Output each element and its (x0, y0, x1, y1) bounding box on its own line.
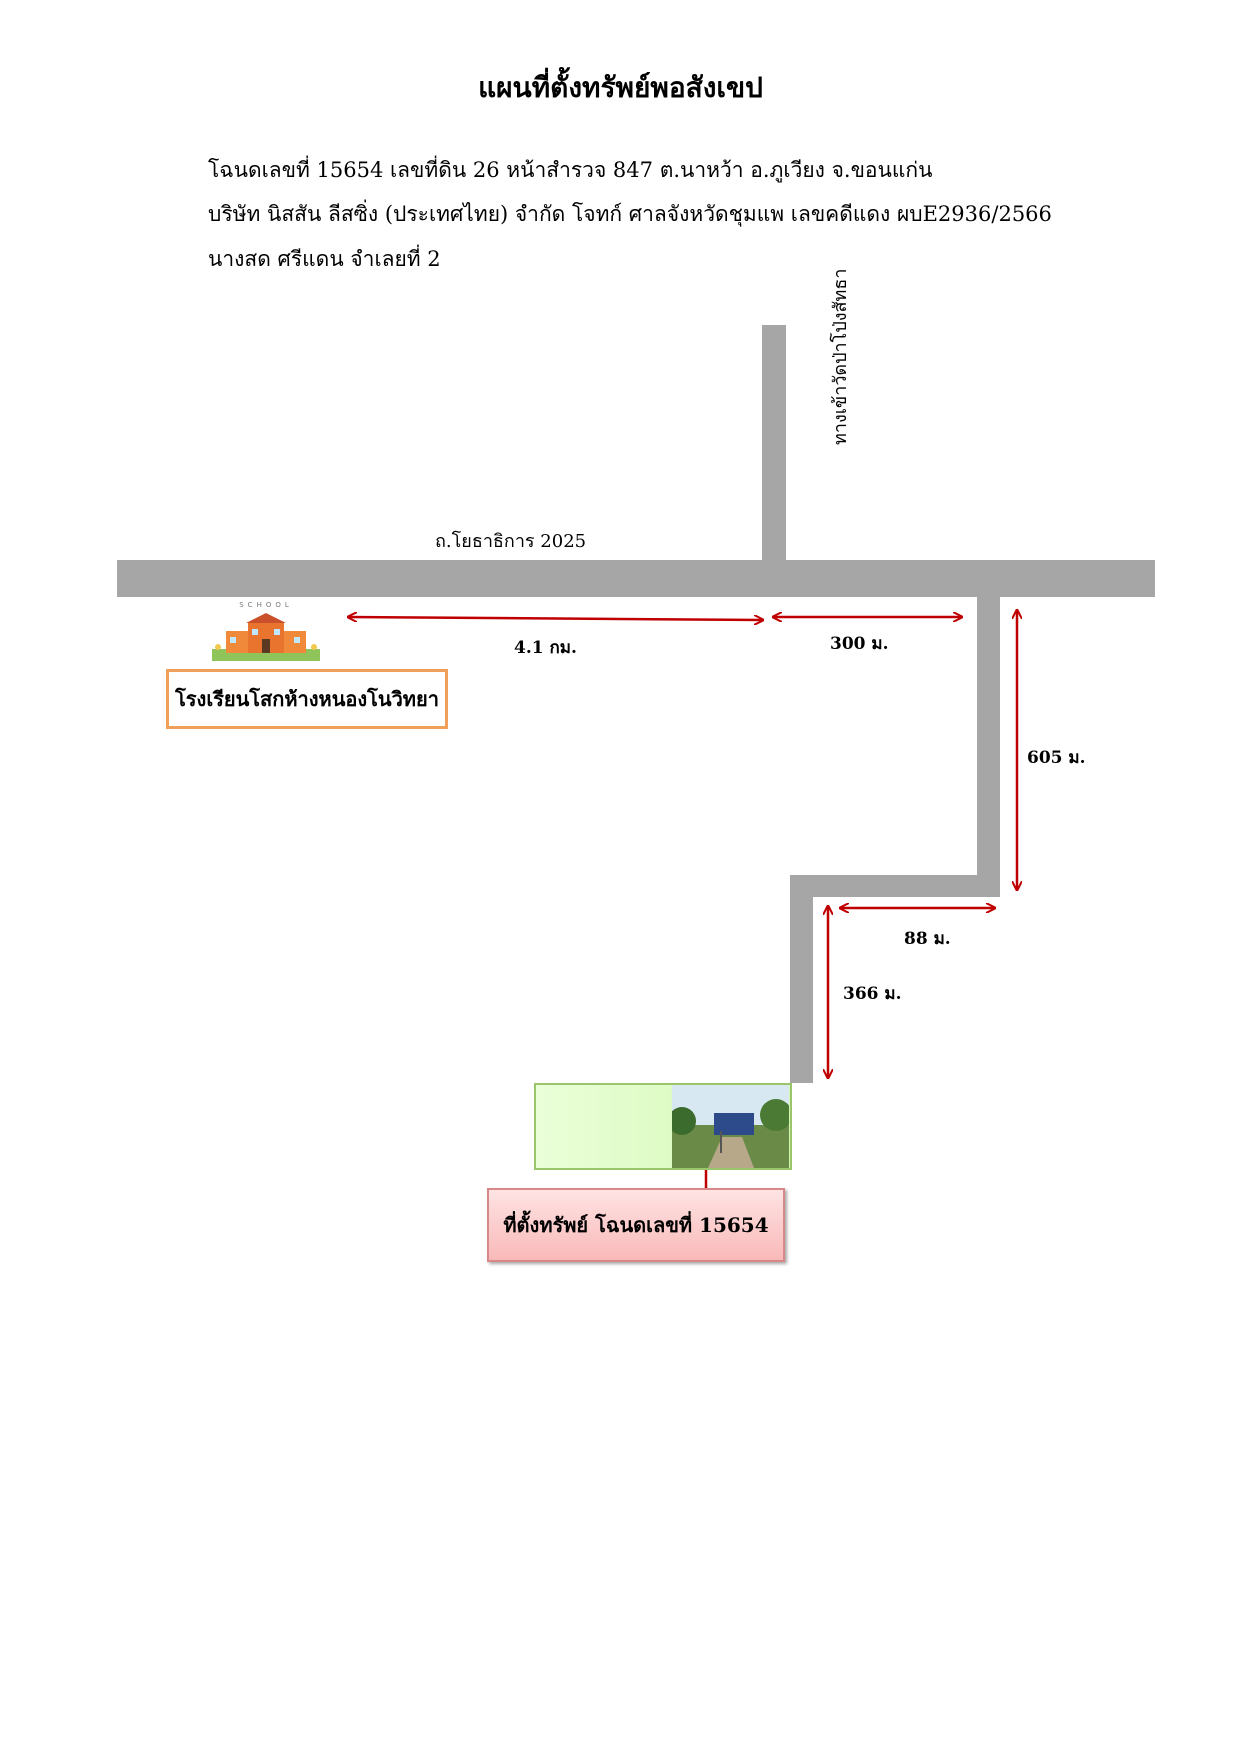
distance-label-4-1km: 4.1 กม. (514, 638, 577, 658)
school-name-box: โรงเรียนโสกห้างหนองโนวิทยา (166, 669, 448, 729)
distance-label-88m: 88 ม. (904, 929, 951, 949)
distance-label-605m: 605 ม. (1027, 748, 1086, 768)
main-road (117, 560, 1155, 597)
distance-label-300m: 300 ม. (830, 634, 889, 654)
property-photo (672, 1085, 789, 1168)
main-road-label: ถ.โยธาธิการ 2025 (435, 531, 587, 552)
defendant-line: นางสด ศรีแดน จำเลยที่ 2 (208, 247, 441, 271)
access-road-jog (790, 875, 1000, 897)
arrow-school-junction (348, 617, 763, 620)
access-road-down (977, 596, 1000, 897)
case-info-line: บริษัท นิสสัน ลีสซิ่ง (ประเทศไทย) จำกัด … (208, 202, 1052, 226)
deed-info-line: โฉนดเลขที่ 15654 เลขที่ดิน 26 หน้าสำรวจ … (208, 158, 933, 182)
side-road (762, 325, 786, 561)
school-sign: SCHOOL (239, 601, 293, 609)
page-title: แผนที่ตั้งทรัพย์พอสังเขป (478, 71, 763, 104)
distance-label-366m: 366 ม. (843, 984, 902, 1004)
school-illustration: SCHOOL (212, 601, 320, 661)
property-photo-image (672, 1085, 789, 1168)
access-road-last (790, 875, 813, 1083)
school-icon (212, 613, 320, 661)
property-location-label: ที่ตั้งทรัพย์ โฉนดเลขที่ 15654 (487, 1188, 785, 1262)
